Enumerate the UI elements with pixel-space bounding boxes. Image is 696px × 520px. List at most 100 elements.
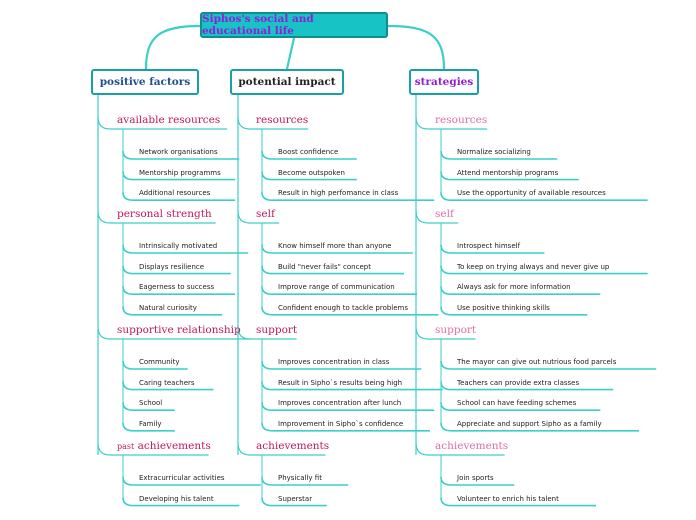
connector: [122, 265, 231, 275]
section-prefix: past: [117, 442, 135, 451]
leaf-item[interactable]: Family: [139, 419, 162, 428]
connector: [122, 244, 248, 254]
section-2-2[interactable]: self: [256, 208, 275, 220]
leaf-item[interactable]: Result in Sipho`s results being high: [278, 378, 403, 387]
leaf-item[interactable]: Use positive thinking skills: [457, 303, 550, 312]
connector: [122, 360, 188, 370]
leaf-item[interactable]: The mayor can give out nutrious food par…: [457, 358, 617, 366]
connector: [415, 326, 476, 340]
section-3-2[interactable]: self: [435, 208, 454, 220]
connector: [144, 24, 201, 70]
leaf-item[interactable]: Result in high perfomance in class: [278, 189, 399, 198]
section-1-4[interactable]: past achievements: [117, 440, 211, 452]
connector: [440, 192, 648, 201]
section-2-4[interactable]: achievements: [256, 440, 329, 452]
section-3-1[interactable]: resources: [435, 114, 487, 126]
leaf-item[interactable]: Volunteer to enrich his talent: [457, 494, 559, 503]
leaf-item[interactable]: Become outspoken: [278, 168, 345, 177]
connector: [261, 497, 327, 507]
column-header-3[interactable]: strategies: [409, 69, 479, 95]
leaf-item[interactable]: Teachers can provide extra classes: [457, 378, 580, 387]
connector: [261, 192, 435, 201]
connector: [440, 286, 601, 295]
root-label: Siphos's social and educational life: [202, 13, 314, 37]
connector: [97, 442, 209, 456]
section-3-3[interactable]: support: [435, 324, 476, 336]
column-header-1[interactable]: positive factors: [91, 69, 199, 95]
leaf-item[interactable]: Build "never fails" concept: [278, 262, 371, 271]
connector: [97, 326, 251, 340]
connector: [237, 442, 326, 456]
section-label: available resources: [117, 114, 221, 126]
root-node[interactable]: Siphos's social and educational life: [200, 12, 388, 38]
leaf-item[interactable]: Improvement in Sipho`s confidence: [278, 419, 404, 428]
connector: [261, 286, 417, 295]
connector: [440, 150, 558, 160]
leaf-item[interactable]: Improves concentration in class: [278, 358, 390, 366]
column-title: strategies: [414, 76, 474, 88]
connector: [122, 171, 235, 181]
section-label: support: [256, 324, 298, 336]
connector: [261, 381, 443, 391]
leaf-item[interactable]: Network organisations: [139, 148, 218, 156]
section-3-4[interactable]: achievements: [435, 440, 508, 452]
leaf-item[interactable]: Use the opportunity of available resourc…: [457, 189, 606, 198]
section-1-2[interactable]: personal strength: [117, 208, 212, 220]
section-1-3[interactable]: supportive relationship: [117, 324, 241, 336]
leaf-item[interactable]: Community: [139, 358, 180, 366]
section-2-1[interactable]: resources: [256, 114, 308, 126]
connector: [97, 210, 216, 224]
leaf-item[interactable]: School: [139, 399, 163, 408]
section-label: self: [256, 208, 275, 220]
leaf-item[interactable]: Confident enough to tackle problems: [278, 303, 409, 312]
leaf-item[interactable]: Additional resources: [139, 189, 211, 198]
connector: [440, 244, 545, 254]
section-2-3[interactable]: support: [256, 324, 297, 336]
section-label: resources: [435, 114, 488, 126]
leaf-item[interactable]: Normalize socializing: [457, 148, 531, 156]
section-1-1[interactable]: available resources: [117, 114, 220, 126]
connector: [440, 476, 515, 486]
leaf-item[interactable]: Eagerness to success: [139, 283, 215, 292]
leaf-item[interactable]: Introspect himself: [457, 242, 521, 250]
section-label: supportive relationship: [117, 324, 241, 336]
leaf-item[interactable]: Boost confidence: [278, 148, 339, 156]
leaf-item[interactable]: Attend mentorship programs: [457, 168, 559, 177]
connector: [122, 422, 175, 432]
section-label: support: [435, 324, 477, 336]
connector: [440, 306, 588, 316]
leaf-item[interactable]: Displays resilience: [139, 262, 205, 271]
connector: [440, 381, 614, 391]
leaf-item[interactable]: To keep on trying always and never give …: [457, 262, 610, 271]
leaf-item[interactable]: Improve range of communication: [278, 283, 395, 292]
leaf-item[interactable]: Appreciate and support Sipho as a family: [457, 419, 602, 428]
leaf-item[interactable]: Mentorship programms: [139, 168, 221, 177]
leaf-item[interactable]: Caring teachers: [139, 378, 195, 387]
connector: [261, 265, 405, 275]
leaf-item[interactable]: Natural curiosity: [139, 303, 197, 312]
column-header-2[interactable]: potential impact: [230, 69, 344, 95]
column-title: potential impact: [238, 76, 336, 88]
leaf-item[interactable]: School can have feeding schemes: [457, 399, 577, 408]
leaf-item[interactable]: Improves concentration after lunch: [278, 399, 402, 408]
leaf-item[interactable]: Intrinsically motivated: [139, 242, 218, 250]
leaf-item[interactable]: Always ask for more information: [457, 283, 571, 292]
connector: [440, 422, 639, 432]
leaf-item[interactable]: Physically fit: [278, 474, 322, 482]
leaf-item[interactable]: Join sports: [457, 474, 494, 482]
leaf-item[interactable]: Developing his talent: [139, 494, 214, 503]
connector: [261, 402, 435, 411]
connector: [440, 265, 648, 275]
connector: [97, 116, 228, 130]
connector: [122, 192, 235, 201]
connector: [261, 244, 413, 254]
connector: [415, 442, 505, 456]
section-label: personal strength: [117, 208, 212, 220]
connector: [261, 306, 439, 316]
connector: [261, 422, 430, 432]
connector: [440, 171, 579, 181]
leaf-item[interactable]: Superstar: [278, 494, 313, 503]
leaf-item[interactable]: Know himself more than anyone: [278, 242, 392, 250]
leaf-item[interactable]: Extracurricular activities: [139, 474, 225, 482]
